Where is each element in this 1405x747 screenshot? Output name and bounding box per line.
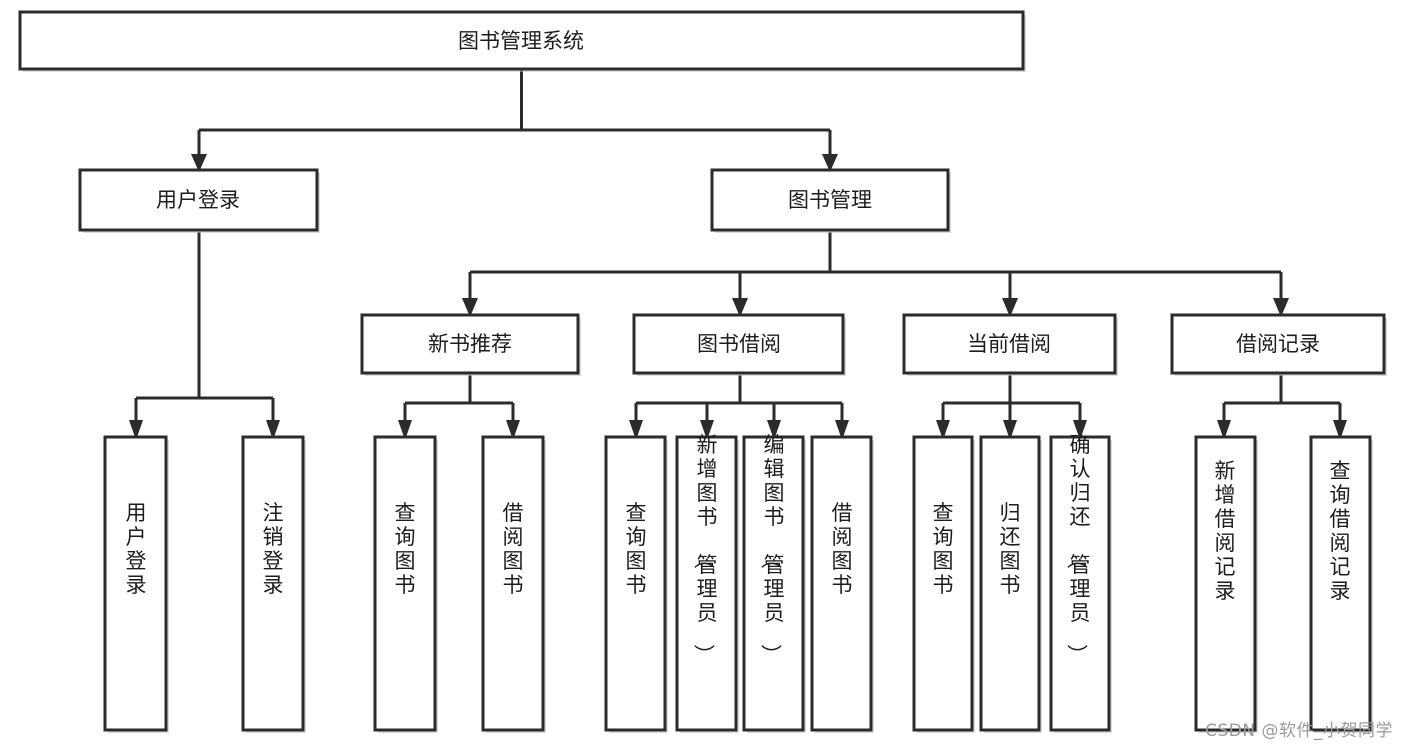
node-leaf-confirm-return-label: 确认归还（管理员）	[1065, 433, 1091, 665]
node-user-login-label: 用户登录	[156, 188, 240, 212]
connector-book-borrow-bus	[634, 375, 844, 424]
node-leaf-query-book-2-label: 查询图书	[626, 501, 647, 597]
arrow-head-current-borrow	[1002, 298, 1018, 317]
arrow-head-book-management	[822, 154, 838, 172]
node-leaf-borrow-book-1[interactable]: 借阅图书	[481, 435, 546, 733]
node-leaf-query-book-1-label: 查询图书	[395, 501, 416, 597]
node-book-management[interactable]: 图书管理	[710, 168, 951, 233]
node-borrow-record-label: 借阅记录	[1236, 332, 1320, 356]
node-new-book-recommend[interactable]: 新书推荐	[360, 313, 581, 376]
connector-current-borrow-bus	[941, 375, 1082, 424]
node-leaf-confirm-return[interactable]: 确认归还（管理员）	[1049, 433, 1112, 733]
arrow-head-user-login	[191, 154, 207, 172]
node-leaf-add-record[interactable]: 新增借阅记录	[1194, 435, 1258, 733]
node-root[interactable]: 图书管理系统	[18, 10, 1026, 72]
arrow-head-leaf-query-book-2	[629, 420, 643, 440]
node-book-borrow-label: 图书借阅	[697, 332, 781, 356]
arrow-head-leaf-user-login	[129, 420, 143, 440]
node-leaf-logout-login[interactable]: 注销登录	[241, 435, 306, 733]
node-book-borrow[interactable]: 图书借阅	[632, 313, 846, 376]
connector-root-bus	[197, 69, 832, 156]
node-leaf-edit-book[interactable]: 编辑图书（管理员）	[742, 433, 806, 733]
connector-layer	[129, 69, 1347, 440]
node-leaf-logout-login-label: 注销登录	[263, 501, 284, 597]
node-book-management-label: 图书管理	[788, 188, 872, 212]
node-leaf-query-book-1[interactable]: 查询图书	[373, 435, 438, 733]
node-leaf-return-book-label: 归还图书	[1000, 501, 1021, 597]
node-leaf-add-record-label: 新增借阅记录	[1215, 459, 1236, 603]
arrow-head-leaf-edit-book	[767, 420, 781, 440]
node-leaf-user-login-label: 用户登录	[126, 501, 147, 597]
connector-user-login-bus	[134, 232, 275, 424]
arrow-head-leaf-query-record	[1333, 420, 1347, 440]
node-leaf-query-book-2[interactable]: 查询图书	[604, 435, 668, 733]
arrow-head-leaf-add-book	[700, 420, 714, 440]
node-leaf-query-book-3-label: 查询图书	[933, 501, 954, 597]
arrow-head-leaf-borrow-book-2	[835, 420, 849, 440]
node-leaf-borrow-book-1-label: 借阅图书	[503, 501, 524, 597]
node-borrow-record[interactable]: 借阅记录	[1170, 313, 1387, 376]
node-leaf-query-record[interactable]: 查询借阅记录	[1309, 435, 1373, 733]
arrow-head-leaf-borrow-book-1	[506, 420, 520, 440]
node-user-login[interactable]: 用户登录	[78, 168, 320, 233]
arrow-head-leaf-query-book-3	[936, 420, 950, 440]
node-layer: 图书管理系统 用户登录 图书管理 新书推荐	[18, 10, 1387, 733]
arrow-head-leaf-return-book	[1003, 420, 1017, 440]
node-leaf-edit-book-label: 编辑图书（管理员）	[759, 433, 785, 665]
connector-borrow-record-bus	[1222, 375, 1342, 424]
node-leaf-add-book[interactable]: 新增图书（管理员）	[675, 433, 739, 733]
arrow-head-leaf-logout-login	[266, 420, 280, 440]
arrow-head-book-borrow	[732, 298, 748, 317]
node-leaf-add-book-label: 新增图书（管理员）	[692, 433, 718, 665]
node-new-book-recommend-label: 新书推荐	[428, 332, 512, 356]
arrow-head-leaf-query-book-1	[398, 420, 412, 440]
node-leaf-user-login[interactable]: 用户登录	[103, 435, 169, 733]
node-current-borrow[interactable]: 当前借阅	[902, 313, 1118, 376]
arrow-head-new-book-recommend	[462, 298, 478, 317]
node-leaf-query-record-label: 查询借阅记录	[1330, 459, 1351, 603]
node-leaf-borrow-book-2-label: 借阅图书	[832, 501, 853, 597]
arrow-head-leaf-add-record	[1217, 420, 1231, 440]
arrow-head-borrow-record	[1273, 298, 1289, 317]
arrow-head-leaf-confirm-return	[1073, 420, 1087, 440]
node-leaf-borrow-book-2[interactable]: 借阅图书	[810, 435, 874, 733]
connector-new-book-recommend-bus	[403, 375, 515, 424]
node-current-borrow-label: 当前借阅	[967, 332, 1051, 356]
connector-book-management-bus	[468, 232, 1283, 300]
node-leaf-return-book[interactable]: 归还图书	[979, 435, 1042, 733]
node-root-label: 图书管理系统	[458, 29, 584, 53]
node-leaf-query-book-3[interactable]: 查询图书	[912, 435, 975, 733]
